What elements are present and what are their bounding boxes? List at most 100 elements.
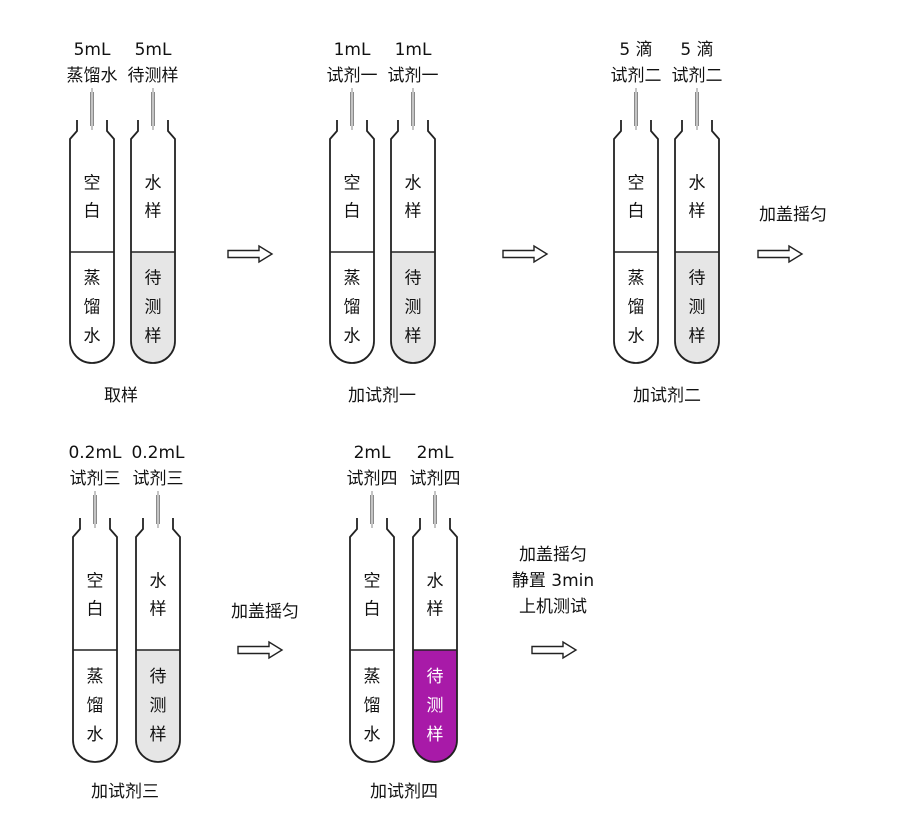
bottom-layer-label: 待: [145, 269, 162, 289]
top-layer-label: 空: [84, 174, 101, 194]
step-caption: 加试剂二: [633, 386, 701, 406]
pipette-icon: [350, 88, 354, 130]
liquid-layer: [330, 252, 374, 363]
liquid-layer: [614, 252, 658, 363]
top-layer-label: 白: [628, 202, 645, 222]
liquid-layer: [675, 252, 719, 363]
arrow-caption: 加盖摇匀: [759, 205, 827, 225]
add-reagent-label: 试剂一: [327, 66, 378, 86]
top-layer-label: 空: [87, 572, 104, 592]
bottom-layer-label: 测: [145, 298, 162, 318]
bottom-layer-label: 待: [405, 269, 422, 289]
add-amount-label: 0.2mL: [131, 443, 185, 463]
top-layer-label: 水: [405, 174, 422, 194]
add-reagent-label: 试剂四: [410, 469, 461, 489]
pipette-icon: [634, 88, 638, 130]
step-caption: 加试剂四: [370, 782, 438, 802]
process-arrow-3: 加盖摇匀: [757, 205, 827, 264]
liquid-layer: [70, 252, 114, 363]
top-layer-label: 水: [150, 572, 167, 592]
top-layer-label: 样: [689, 202, 706, 222]
tube-outline: [130, 120, 176, 364]
bottom-layer-label: 水: [344, 327, 361, 347]
top-layer-label: 空: [628, 174, 645, 194]
add-amount-label: 5 滴: [619, 40, 652, 60]
top-layer-label: 水: [427, 572, 444, 592]
bottom-layer-label: 蒸: [364, 667, 381, 687]
arrow-caption: 加盖摇匀: [519, 545, 587, 565]
bottom-layer-label: 测: [689, 298, 706, 318]
add-reagent-label: 试剂二: [672, 66, 723, 86]
liquid-layer: [391, 252, 435, 363]
step-caption: 取样: [104, 386, 138, 406]
add-amount-label: 1mL: [395, 40, 432, 60]
bottom-layer-label: 测: [150, 696, 167, 716]
bottom-layer-label: 样: [427, 725, 444, 745]
top-layer-label: 样: [150, 600, 167, 620]
bottom-layer-label: 待: [427, 667, 444, 687]
top-layer-label: 白: [84, 202, 101, 222]
arrow-right-icon: [237, 640, 284, 660]
pipette-icon: [411, 88, 415, 130]
add-reagent-label: 试剂三: [133, 469, 184, 489]
liquid-layer: [131, 252, 175, 363]
top-layer-label: 空: [364, 572, 381, 592]
pipette-icon: [151, 88, 155, 130]
tube-outline: [329, 120, 375, 364]
tube-outline: [613, 120, 659, 364]
arrow-caption: 静置 3min: [512, 571, 594, 591]
bottom-layer-label: 测: [427, 696, 444, 716]
top-layer-label: 水: [689, 174, 706, 194]
arrow-right-icon: [757, 244, 804, 264]
add-amount-label: 5mL: [74, 40, 111, 60]
bottom-layer-label: 馏: [84, 298, 101, 318]
pipette-icon: [433, 491, 437, 528]
top-layer-label: 空: [344, 174, 361, 194]
bottom-layer-label: 蒸: [628, 269, 645, 289]
process-arrow-1: [227, 244, 274, 264]
bottom-layer-label: 馏: [87, 696, 104, 716]
bottom-layer-label: 待: [150, 667, 167, 687]
top-layer-label: 白: [87, 600, 104, 620]
tube-outline: [69, 120, 115, 364]
bottom-layer-label: 测: [405, 298, 422, 318]
tube-outline: [349, 518, 395, 763]
top-layer-label: 样: [427, 600, 444, 620]
bottom-layer-label: 样: [405, 327, 422, 347]
tube-outline: [135, 518, 181, 763]
bottom-layer-label: 馏: [364, 696, 381, 716]
arrow-right-icon: [227, 244, 274, 264]
arrow-right-icon: [531, 640, 578, 660]
add-amount-label: 2mL: [417, 443, 454, 463]
add-reagent-label: 试剂四: [347, 469, 398, 489]
bottom-layer-label: 待: [689, 269, 706, 289]
bottom-layer-label: 样: [150, 725, 167, 745]
bottom-layer-label: 水: [87, 725, 104, 745]
add-amount-label: 5 滴: [680, 40, 713, 60]
add-amount-label: 5mL: [135, 40, 172, 60]
add-reagent-label: 试剂一: [388, 66, 439, 86]
top-layer-label: 白: [344, 202, 361, 222]
bottom-layer-label: 水: [628, 327, 645, 347]
liquid-layer: [350, 650, 394, 762]
liquid-layer: [136, 650, 180, 762]
bottom-layer-label: 样: [689, 327, 706, 347]
tube-outline: [72, 518, 118, 763]
add-reagent-label: 待测样: [128, 66, 179, 86]
top-layer-label: 样: [405, 202, 422, 222]
tube-outline: [674, 120, 720, 364]
arrow-caption: 加盖摇匀: [231, 602, 299, 622]
